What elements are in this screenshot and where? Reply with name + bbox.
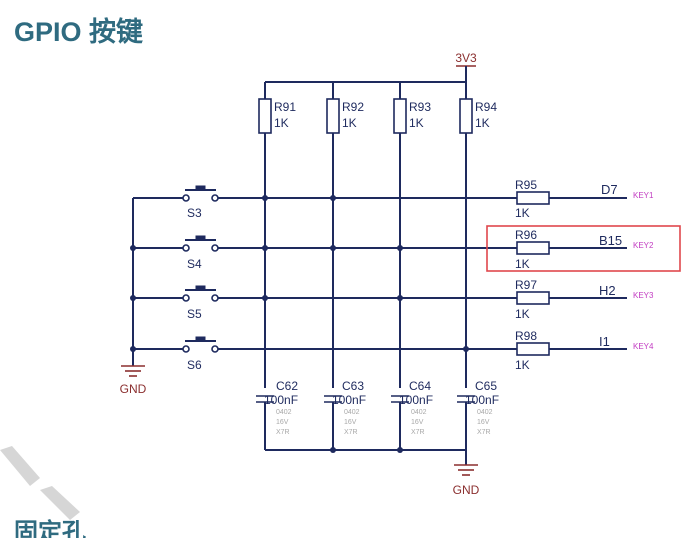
pullup-ref: R92 [342,100,364,114]
cap-dielectric: X7R [344,429,358,436]
junction-dot [130,295,136,301]
page-title: GPIO 按键 [14,17,144,47]
pullup-column-2: R92 1K [326,82,364,388]
switch-ref: S4 [187,257,202,271]
pullup-resistor-body [393,98,407,134]
ground-symbol-bottom [454,464,478,476]
series-resistor-value: 1K [515,358,530,372]
series-resistor-body [516,241,550,255]
junction-dot [262,195,268,201]
ground-label: GND [453,483,480,497]
junction-dot [130,346,136,352]
capacitor-4: C65 100nF 0402 16V X7R [457,379,499,450]
key-tag: KEY3 [633,291,654,300]
key-row-4: S6 R98 1K I1 KEY4 [182,329,654,372]
cap-ref: C63 [342,379,364,393]
pullup-resistor-body [326,98,340,134]
cap-package: 0402 [411,409,427,416]
push-switch [182,285,219,302]
series-resistor-value: 1K [515,206,530,220]
net-label: D7 [601,182,618,197]
power-label: 3V3 [455,51,477,65]
cap-value: 100nF [465,393,499,407]
capacitor-1: C62 100nF 0402 16V X7R [256,379,298,450]
pullup-column-3: R93 1K [393,82,431,388]
pullup-value: 1K [409,116,424,130]
cap-voltage: 16V [411,419,424,426]
cap-value: 100nF [399,393,433,407]
push-switch [182,336,219,353]
pullup-column-1: R91 1K [258,82,296,388]
pullup-resistor-body [258,98,272,134]
key-row-2: S4 R96 1K B15 KEY2 [182,225,681,272]
switch-ref: S6 [187,358,202,372]
cap-ref: C65 [475,379,497,393]
cap-dielectric: X7R [477,429,491,436]
series-resistor-ref: R97 [515,278,537,292]
junction-dot [397,245,403,251]
highlight-box [486,225,681,272]
pullup-value: 1K [274,116,289,130]
capacitor-3: C64 100nF 0402 16V X7R [391,379,433,450]
power-rail: 3V3 [265,51,477,83]
net-label: I1 [599,334,610,349]
junction-dot [330,447,336,453]
cap-dielectric: X7R [276,429,290,436]
cap-package: 0402 [344,409,360,416]
push-switch [182,235,219,252]
cap-value: 100nF [332,393,366,407]
cap-ref: C62 [276,379,298,393]
junction-dot [463,346,469,352]
key-row-3: S5 R97 1K H2 KEY3 [182,278,654,321]
cap-package: 0402 [477,409,493,416]
cap-dielectric: X7R [411,429,425,436]
key-tag: KEY1 [633,191,654,200]
junction-dot [330,245,336,251]
bottom-ground-bus: GND [265,447,480,497]
junction-dot [262,295,268,301]
ground-symbol-left [121,365,145,377]
key-tag: KEY2 [633,241,654,250]
pullup-resistor-body [459,98,473,134]
pullup-value: 1K [475,116,490,130]
ground-label: GND [120,382,147,396]
cap-value: 100nF [264,393,298,407]
capacitor-2: C63 100nF 0402 16V X7R [324,379,366,450]
left-ground-bus: GND [120,197,183,396]
pullup-value: 1K [342,116,357,130]
watermark-decoration [0,446,80,520]
junction-dot [130,245,136,251]
push-switch [182,185,219,202]
cap-package: 0402 [276,409,292,416]
net-label: H2 [599,283,616,298]
switch-ref: S5 [187,307,202,321]
switch-ref: S3 [187,206,202,220]
pullup-ref: R91 [274,100,296,114]
series-resistor-value: 1K [515,257,530,271]
key-row-1: S3 R95 1K D7 KEY1 [182,178,654,220]
series-resistor-ref: R98 [515,329,537,343]
junction-dot [330,195,336,201]
pullup-column-4: R94 1K [459,82,497,388]
series-resistor-body [516,191,550,205]
cap-voltage: 16V [276,419,289,426]
section-heading: 固定孔 [14,519,86,538]
series-resistor-body [516,342,550,356]
series-resistor-ref: R96 [515,228,537,242]
cap-voltage: 16V [344,419,357,426]
net-label: B15 [599,233,622,248]
series-resistor-body [516,291,550,305]
junction-dot [262,245,268,251]
junction-dot [397,447,403,453]
junction-dot [397,295,403,301]
pullup-ref: R93 [409,100,431,114]
series-resistor-value: 1K [515,307,530,321]
cap-voltage: 16V [477,419,490,426]
pullup-ref: R94 [475,100,497,114]
cap-ref: C64 [409,379,431,393]
key-tag: KEY4 [633,342,654,351]
series-resistor-ref: R95 [515,178,537,192]
